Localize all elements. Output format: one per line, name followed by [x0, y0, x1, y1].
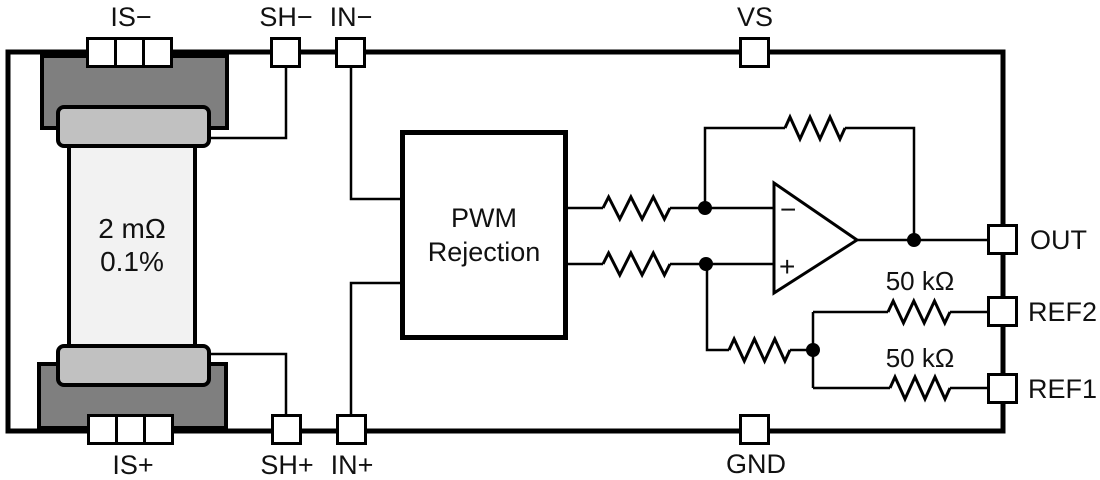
pin-label-sh-plus: SH+: [260, 450, 314, 480]
divider-series-resistor: [727, 335, 792, 365]
shunt-value: 2 mΩ: [98, 213, 166, 244]
pin-square-sh-minus: [270, 37, 301, 68]
opamp-triangle: [772, 180, 860, 296]
pin-square-ref1: [987, 373, 1018, 404]
pin-label-vs: VS: [736, 2, 774, 32]
wire-shp-to-pad: [211, 352, 288, 416]
wires: [211, 66, 988, 416]
pin-label-is-minus: IS−: [110, 2, 152, 32]
pin-label-in-plus: IN+: [330, 450, 374, 480]
pin-square-vs: [739, 37, 770, 68]
pin-square-in-minus: [335, 37, 366, 68]
feedback-resistor: [783, 113, 847, 143]
wire-feedback-loop: [703, 126, 916, 240]
pin-label-ref1: REF1: [1028, 374, 1098, 404]
shunt-resistor-body: 2 mΩ 0.1%: [67, 140, 197, 350]
pin-square-is-plus-2: [115, 414, 146, 445]
pin-square-is-minus-1: [86, 37, 117, 68]
pin-square-in-plus: [336, 414, 367, 445]
ref1-resistor-value: 50 kΩ: [885, 343, 955, 373]
opamp-noninverting-label: +: [779, 251, 795, 282]
pwm-block-label-line2: Rejection: [427, 237, 541, 267]
pin-label-in-minus: IN−: [329, 2, 373, 32]
shunt-pad-light-top: [56, 105, 211, 148]
junction-dot-divider-node: [806, 343, 820, 357]
ref1-resistor: [888, 373, 952, 403]
input-resistor-top: [601, 193, 672, 223]
junction-dot-output-node: [907, 233, 921, 247]
shunt-pad-light-bottom: [56, 344, 211, 387]
wire-inm-to-pwm: [349, 66, 400, 201]
pin-square-sh-plus: [271, 414, 302, 445]
pin-square-is-plus-3: [143, 414, 174, 445]
junction-dot-plus-node: [699, 257, 713, 271]
input-resistor-bottom: [601, 249, 672, 279]
pin-square-gnd: [739, 414, 770, 445]
pin-label-gnd: GND: [726, 449, 786, 479]
pin-label-ref2: REF2: [1028, 297, 1098, 327]
pin-square-out: [987, 224, 1018, 255]
resistors: [601, 113, 952, 403]
pin-label-out: OUT: [1030, 225, 1087, 255]
ref2-resistor-value: 50 kΩ: [885, 266, 955, 296]
pin-label-is-plus: IS+: [112, 450, 154, 480]
pin-square-is-minus-2: [114, 37, 145, 68]
wire-inp-to-pwm: [349, 281, 400, 416]
pin-square-is-minus-3: [142, 37, 173, 68]
pin-label-sh-minus: SH−: [259, 2, 313, 32]
pwm-block-label-line1: PWM: [451, 203, 517, 233]
pin-square-ref2: [987, 296, 1018, 327]
junction-dot-minus-node: [698, 201, 712, 215]
wire-shm-to-pad: [211, 66, 288, 140]
opamp-inverting-label: −: [780, 194, 796, 225]
shunt-tolerance: 0.1%: [100, 246, 164, 277]
junction-dots: [698, 201, 921, 357]
ref2-resistor: [886, 297, 952, 327]
pin-square-is-plus-1: [87, 414, 118, 445]
pwm-rejection-block: PWM Rejection: [400, 130, 568, 340]
